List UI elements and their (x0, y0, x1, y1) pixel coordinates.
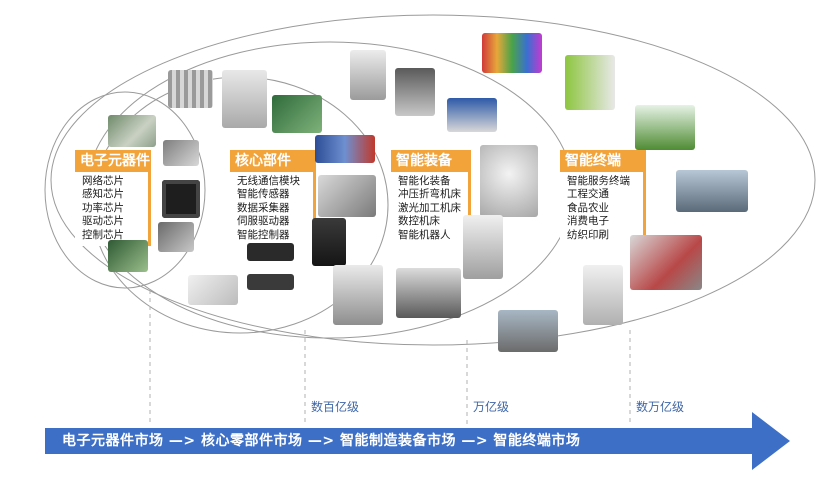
category-list: 智能化装备 冲压折弯机床 激光加工机床 数控机床 智能机器人 (391, 172, 471, 247)
agriculture-image (635, 105, 695, 150)
category-item: 激光加工机床 (398, 201, 461, 214)
category-title: 核心部件 (230, 150, 316, 172)
module-image (222, 70, 267, 128)
category-item: 工程交通 (567, 188, 609, 201)
category-equipment: 智能装备 智能化装备 冲压折弯机床 激光加工机床 数控机床 智能机器人 (391, 150, 471, 247)
flow-text: 电子元器件市场 —> 核心零部件市场 —> 智能制造装备市场 —> 智能终端市场 (62, 433, 581, 449)
category-title: 电子元器件 (75, 150, 151, 172)
category-terminal: 智能终端 智能服务终端 工程交通 食品农业 消费电子 纺织印刷 (560, 150, 646, 247)
category-item: 智能控制器 (237, 228, 290, 241)
category-item: 感知芯片 (82, 188, 124, 201)
module-image (272, 95, 322, 133)
category-core: 核心部件 无线通信模块 智能传感器 数据采集器 伺服驱动器 智能控制器 (230, 150, 316, 247)
category-list: 无线通信模块 智能传感器 数据采集器 伺服驱动器 智能控制器 (230, 172, 316, 247)
controller-image (247, 243, 294, 261)
machine-tool-image (333, 265, 383, 325)
category-components: 电子元器件 网络芯片 感知芯片 功率芯片 驱动芯片 控制芯片 (75, 150, 151, 247)
machine-tool-image (395, 68, 435, 116)
market-level-label: 数万亿级 (636, 400, 685, 414)
terminal-image (565, 55, 615, 110)
category-item: 智能化装备 (398, 175, 451, 187)
category-item: 数据采集器 (237, 201, 290, 214)
category-list: 智能服务终端 工程交通 食品农业 消费电子 纺织印刷 (560, 172, 646, 247)
sensor-image (318, 175, 376, 217)
category-list: 网络芯片 感知芯片 功率芯片 驱动芯片 控制芯片 (75, 172, 151, 247)
category-item: 冲压折弯机床 (398, 188, 461, 201)
ring-components (44, 91, 206, 289)
chip-board-image (158, 222, 194, 252)
controller-image (247, 274, 294, 290)
controller-image (312, 218, 346, 266)
category-item: 食品农业 (567, 201, 609, 214)
module-image (188, 275, 238, 305)
category-item: 智能服务终端 (567, 175, 630, 187)
chip-image (162, 180, 200, 218)
category-item: 智能机器人 (398, 228, 451, 241)
category-title: 智能终端 (560, 150, 646, 172)
machine-tool-image (396, 268, 461, 318)
category-item: 驱动芯片 (82, 215, 124, 228)
market-level-label: 万亿级 (473, 400, 510, 414)
food-image (676, 170, 748, 212)
category-item: 无线通信模块 (237, 175, 300, 187)
machine-tool-image (463, 215, 503, 279)
machine-tool-image (350, 50, 386, 100)
category-item: 伺服驱动器 (237, 215, 290, 228)
category-item: 数控机床 (398, 215, 440, 228)
category-item: 功率芯片 (82, 201, 124, 214)
sensor-image (315, 135, 375, 163)
category-item: 控制芯片 (82, 228, 124, 241)
textile-image (630, 235, 702, 290)
category-item: 消费电子 (567, 215, 609, 228)
chip-board-image (108, 115, 156, 147)
category-item: 纺织印刷 (567, 228, 609, 241)
category-item: 智能传感器 (237, 188, 290, 201)
category-item: 网络芯片 (82, 175, 124, 187)
robot-arm-image (480, 145, 538, 217)
textile-image (482, 33, 542, 73)
press-brake-image (447, 98, 497, 132)
chip-board-image (108, 240, 148, 272)
terminal-image (583, 265, 623, 325)
chip-board-image (163, 140, 199, 166)
market-level-label: 数百亿级 (311, 400, 360, 414)
traffic-image (498, 310, 558, 352)
ring-terminal (50, 14, 816, 346)
flow-arrow (45, 412, 790, 470)
heatsink-image (168, 70, 213, 108)
category-title: 智能装备 (391, 150, 471, 172)
